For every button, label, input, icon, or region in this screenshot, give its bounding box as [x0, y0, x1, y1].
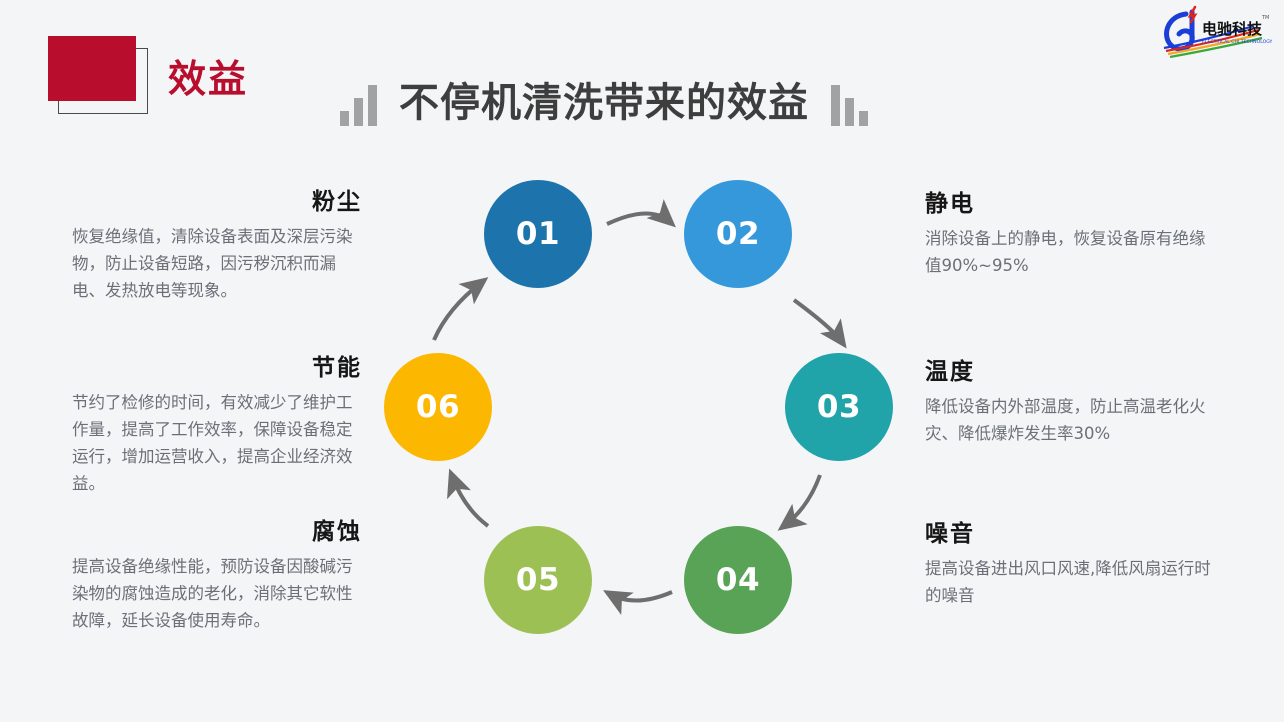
section-badge — [48, 36, 148, 114]
svg-text:TM: TM — [1261, 15, 1269, 21]
arrow-02-03 — [792, 298, 847, 349]
page-title-text: 不停机清洗带来的效益 — [399, 80, 809, 126]
arrow-06-01 — [432, 277, 489, 341]
benefit-body-noise: 提高设备进出风口风速,降低风扇运行时的噪音 — [925, 559, 1211, 605]
svg-text:ELECTRICAL CHI TECHNOLOGY: ELECTRICAL CHI TECHNOLOGY — [1202, 39, 1272, 45]
section-badge-label: 效益 — [168, 57, 249, 101]
arrow-04-05 — [603, 590, 673, 615]
arrow-03-04 — [777, 474, 822, 531]
benefit-heading-energy: 节能 — [312, 355, 362, 381]
company-logo: 电驰科技 ELECTRICAL CHI TECHNOLOGY TM — [1154, 4, 1273, 59]
badge-fill-shape — [48, 36, 136, 101]
arrow-01-02 — [606, 199, 676, 228]
benefit-heading-corrosion: 腐蚀 — [312, 519, 362, 545]
arrow-05-06 — [447, 468, 490, 528]
descending-bars-icon — [831, 82, 868, 126]
benefit-heading-dust: 粉尘 — [312, 189, 362, 215]
benefit-body-corrosion: 提高设备绝缘性能，预防设备因酸碱污染物的腐蚀造成的老化，消除其它软性故障，延长设… — [72, 557, 353, 630]
cycle-diagram: 01 02 03 04 05 06 — [360, 160, 930, 680]
cycle-arrows — [432, 199, 847, 615]
cycle-node-04[interactable]: 04 — [684, 526, 792, 634]
cycle-node-05[interactable]: 05 — [484, 526, 592, 634]
cycle-node-01[interactable]: 01 — [484, 180, 592, 288]
benefit-body-static: 消除设备上的静电，恢复设备原有绝缘值90%~95% — [925, 229, 1206, 275]
benefit-block-temperature: 温度 降低设备内外部温度，防止高温老化火灾、降低爆炸发生率30% — [925, 352, 1215, 447]
benefit-heading-static: 静电 — [925, 191, 975, 217]
benefit-body-temperature: 降低设备内外部温度，防止高温老化火灾、降低爆炸发生率30% — [925, 397, 1206, 443]
cycle-node-06[interactable]: 06 — [384, 353, 492, 461]
benefit-body-dust: 恢复绝缘值，清除设备表面及深层污染物，防止设备短路，因污秽沉积而漏电、发热放电等… — [72, 227, 353, 300]
benefit-block-corrosion: 腐蚀 提高设备绝缘性能，预防设备因酸碱污染物的腐蚀造成的老化，消除其它软性故障，… — [72, 512, 362, 634]
svg-text:电驰科技: 电驰科技 — [1202, 20, 1263, 38]
benefit-block-static: 静电 消除设备上的静电，恢复设备原有绝缘值90%~95% — [925, 184, 1215, 279]
cycle-node-03[interactable]: 03 — [785, 353, 893, 461]
benefit-block-noise: 噪音 提高设备进出风口风速,降低风扇运行时的噪音 — [925, 514, 1215, 609]
page-title: 不停机清洗带来的效益 — [340, 68, 868, 126]
cycle-node-02[interactable]: 02 — [684, 180, 792, 288]
benefit-heading-temperature: 温度 — [925, 359, 975, 385]
benefit-block-energy: 节能 节约了检修的时间，有效减少了维护工作量，提高了工作效率，保障设备稳定运行，… — [72, 348, 362, 497]
benefit-body-energy: 节约了检修的时间，有效减少了维护工作量，提高了工作效率，保障设备稳定运行，增加运… — [72, 393, 353, 493]
benefit-heading-noise: 噪音 — [925, 521, 975, 547]
logo-mark-icon: 电驰科技 ELECTRICAL CHI TECHNOLOGY TM — [1163, 5, 1273, 59]
benefit-block-dust: 粉尘 恢复绝缘值，清除设备表面及深层污染物，防止设备短路，因污秽沉积而漏电、发热… — [72, 182, 362, 304]
ascending-bars-icon — [340, 82, 377, 126]
